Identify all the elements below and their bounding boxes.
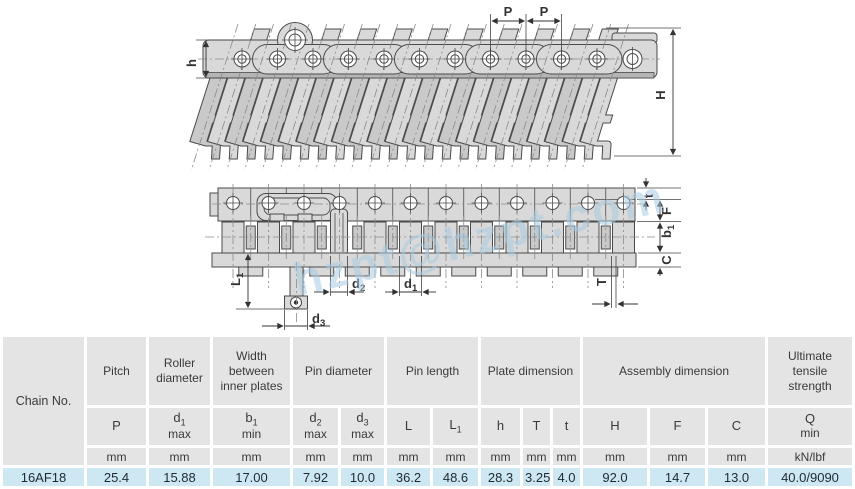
dim-H: H [606,27,681,157]
dim-L1: L1 [228,252,296,310]
value-cell: 14.7 [650,468,705,486]
extended-pin [284,266,308,310]
lobe-hole [282,27,308,53]
unit-cell: mm [213,448,290,465]
technical-drawing: h P P H [184,4,681,330]
value-cell: 25.4 [87,468,146,486]
unit-cell: mm [523,448,550,465]
symbol-F: F [650,408,705,445]
dim-label-h: h [184,59,199,67]
dim-label-H: H [653,90,668,99]
group-header-pin-length: Pin length [387,337,478,405]
value-cell: 40.0/9090 [768,468,852,486]
dim-label-t: t [641,193,656,198]
end-roller [622,47,643,71]
dim-label-C: C [659,255,674,265]
dim-label-p-left: P [504,4,513,19]
symbol-H: H [583,408,647,445]
unit-cell: mm [708,448,765,465]
symbol-C: C [708,408,765,445]
symbol-T: T [523,408,550,445]
value-cell: 10.0 [341,468,384,486]
dim-d2: d2 [314,256,365,296]
dim-label-L1: L1 [228,272,246,286]
group-header-plate-dimension: Plate dimension [481,337,580,405]
dim-p: P P [490,4,562,57]
dim-h: h [184,39,250,79]
unit-cell: mm [650,448,705,465]
data-row: 16AF18 25.4 15.88 17.00 7.92 10.0 36.2 4… [3,468,852,486]
value-cell: 4.0 [553,468,580,486]
unit-cell: mm [293,448,338,465]
value-cell: 15.88 [149,468,210,486]
unit-cell: kN/lbf [768,448,852,465]
extended-bushing [330,208,348,256]
group-header-roller-diameter: Roller diameter [149,337,210,405]
symbol-h: h [481,408,520,445]
unit-cell: mm [553,448,580,465]
value-cell: 17.00 [213,468,290,486]
unit-cell: mm [87,448,146,465]
dim-label-T: T [594,278,609,286]
value-cell: 36.2 [387,468,430,486]
dim-right-stack: t F b1 C [637,178,681,276]
group-header-width-between-inner-plates: Width between inner plates [213,337,290,405]
symbol-P: P [87,408,146,445]
dim-label-d3: d3 [312,311,325,329]
dim-label-b1: b1 [659,224,677,238]
special-plate [256,193,338,222]
unit-cell: mm [481,448,520,465]
group-header-assembly-dimension: Assembly dimension [583,337,765,405]
dim-label-p-right: P [540,4,549,19]
symbol-t: t [553,408,580,445]
value-cell: 48.6 [433,468,478,486]
plan-view: L1 d2 d1 d3 [205,178,681,330]
attachment-slats [189,77,618,160]
value-cell: 7.92 [293,468,338,486]
dim-label-d1: d1 [404,276,418,294]
unit-cell: mm [433,448,478,465]
value-cell: 92.0 [583,468,647,486]
plan-centerlines [205,183,655,324]
dim-label-d2: d2 [352,276,365,294]
dim-label-F: F [659,207,674,215]
side-view: h P P H [184,4,681,171]
dim-T: T [592,256,638,308]
dim-d3: d3 [262,310,330,330]
dim-d1: d1 [385,256,436,296]
value-cell: 3.25 [523,468,550,486]
group-header-pitch: Pitch [87,337,146,405]
value-cell: 13.0 [708,468,765,486]
value-cell: 28.3 [481,468,520,486]
unit-cell: mm [149,448,210,465]
symbol-L1: L1 [433,408,478,445]
unit-cell: mm [387,448,430,465]
chain-no-value: 16AF18 [3,468,84,486]
symbol-L: L [387,408,430,445]
group-header-ultimate-tensile-strength: Ultimate tensile strength [768,337,852,405]
group-header-pin-diameter: Pin diameter [293,337,384,405]
chain-no-header: Chain No. [3,337,84,465]
spec-table: Chain No. Pitch Roller diameter Width be… [0,334,855,489]
unit-cell: mm [341,448,384,465]
unit-cell: mm [583,448,647,465]
